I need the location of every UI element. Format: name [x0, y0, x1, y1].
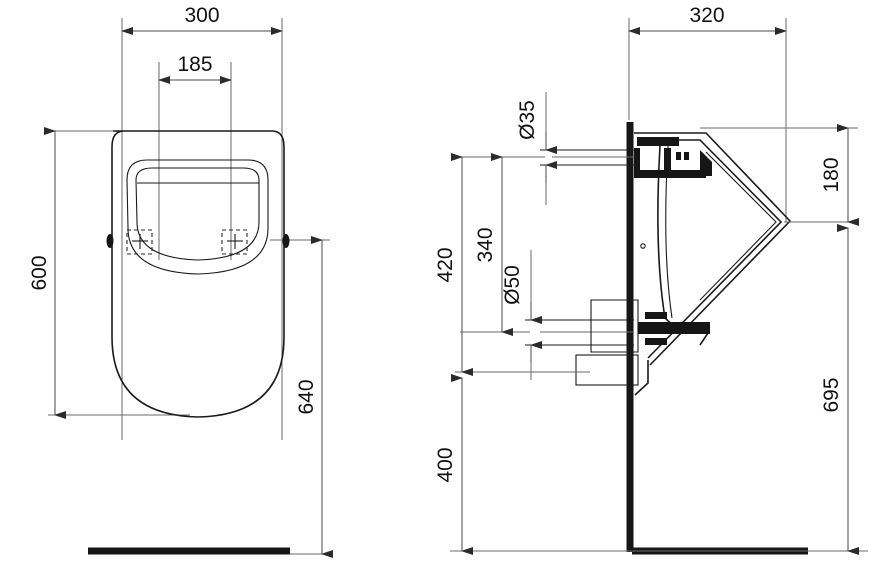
dimension-label-185: 185: [177, 53, 212, 76]
inlet-valve-body: [664, 148, 671, 170]
dimension-label-420: 420: [434, 247, 457, 282]
dimension-label-340: 340: [474, 227, 497, 262]
dimension-label-180: 180: [820, 157, 843, 192]
urinal-front-outline: [111, 130, 285, 418]
fixing-boss-right: [282, 234, 290, 248]
dimension-label-400: 400: [434, 447, 457, 482]
outlet-flange-lower: [645, 338, 667, 345]
urinal-side-outer-shell: [634, 132, 792, 366]
hidden-fixing-hole-left: [126, 229, 153, 255]
inlet-valve-detail-b: [684, 152, 689, 160]
front-view: 300 185 600 640: [28, 4, 333, 558]
fixing-boss-left: [106, 234, 114, 248]
body-centre-mark: [640, 243, 646, 249]
urinal-side-bottom-return: [634, 360, 649, 396]
outlet-flange-upper: [645, 312, 667, 319]
inlet-chamber-back: [634, 148, 640, 178]
urinal-side-bowl-face: [699, 151, 777, 301]
dimension-label-d35: Ø35: [516, 100, 539, 140]
inlet-bracket-wedge: [700, 150, 712, 176]
hidden-fixing-hole-right: [221, 229, 248, 255]
dimension-label-695: 695: [820, 377, 843, 412]
dimension-label-320: 320: [689, 4, 724, 27]
side-section-view: 320 Ø35: [434, 4, 868, 555]
outlet-connector-body: [638, 322, 710, 334]
dimension-label-640: 640: [295, 379, 318, 414]
urinal-bowl-rim-outer: [126, 159, 269, 275]
dimension-label-300: 300: [184, 4, 219, 27]
inlet-valve-detail-a: [676, 152, 681, 160]
inlet-chamber-bottom: [634, 170, 706, 178]
dimension-label-600: 600: [28, 255, 51, 290]
urinal-bowl-rim-inner: [135, 167, 260, 261]
inlet-chamber-top: [637, 137, 679, 146]
waste-trap-box: [575, 354, 639, 386]
waste-connector-box: [590, 299, 639, 353]
dimension-label-d50: Ø50: [501, 265, 524, 305]
